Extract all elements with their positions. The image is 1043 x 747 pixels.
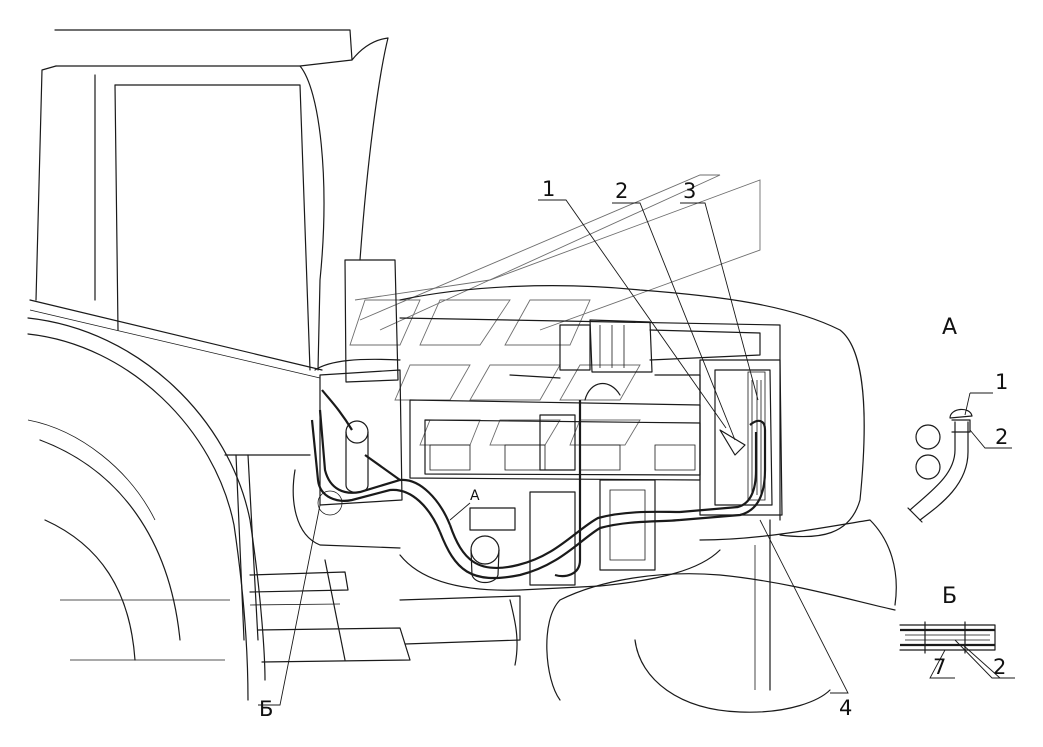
rear-wheel: [27, 317, 266, 701]
lower-frame: [249, 571, 521, 663]
callout-a-small: А: [470, 488, 480, 504]
engine-compartment: [292, 259, 897, 713]
detail-b-title: Б: [942, 584, 957, 609]
callout-3: 3: [683, 179, 696, 203]
detail-view-a: [907, 408, 973, 523]
detail-view-b: [899, 621, 996, 654]
detail-b-callout-7: 7: [933, 655, 946, 679]
callout-2: 2: [615, 179, 628, 203]
tractor-cab: [29, 29, 389, 661]
detail-a-title: А: [942, 315, 957, 340]
detail-a-callout-2: 2: [995, 425, 1008, 449]
detail-b-callout-2: 2: [993, 655, 1006, 679]
callout-1: 1: [542, 177, 555, 201]
detail-a-callout-1: 1: [995, 370, 1008, 394]
callout-4: 4: [839, 696, 852, 720]
fluid-lines: [310, 389, 767, 580]
callout-b: Б: [259, 697, 273, 721]
